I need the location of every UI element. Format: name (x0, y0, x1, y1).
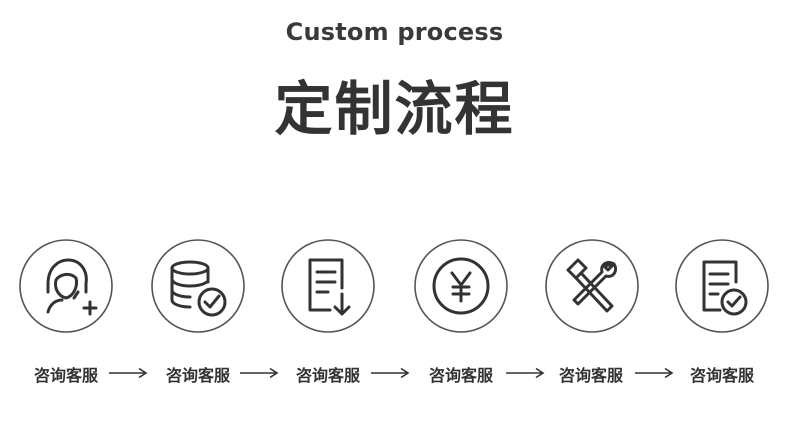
step-label: 咨询客服 (295, 366, 360, 385)
document-check-icon (674, 238, 770, 334)
hammer-wrench-tools-icon (544, 238, 640, 334)
arrow-icon (108, 367, 148, 379)
arrow-icon (634, 367, 674, 379)
step-label: 咨询客服 (558, 366, 623, 385)
customer-service-headset-icon (18, 238, 114, 334)
arrow-icon (370, 367, 410, 379)
document-download-icon (280, 238, 376, 334)
database-check-icon (150, 238, 246, 334)
yen-coin-icon (413, 238, 509, 334)
step-label: 咨询客服 (428, 366, 493, 385)
page-title: 定制流程 (274, 75, 515, 143)
arrow-icon (505, 367, 545, 379)
step-label: 咨询客服 (165, 366, 230, 385)
step-label: 咨询客服 (689, 366, 754, 385)
step-label: 咨询客服 (33, 366, 98, 385)
page-subtitle: Custom process (285, 18, 504, 46)
arrow-icon (239, 367, 279, 379)
